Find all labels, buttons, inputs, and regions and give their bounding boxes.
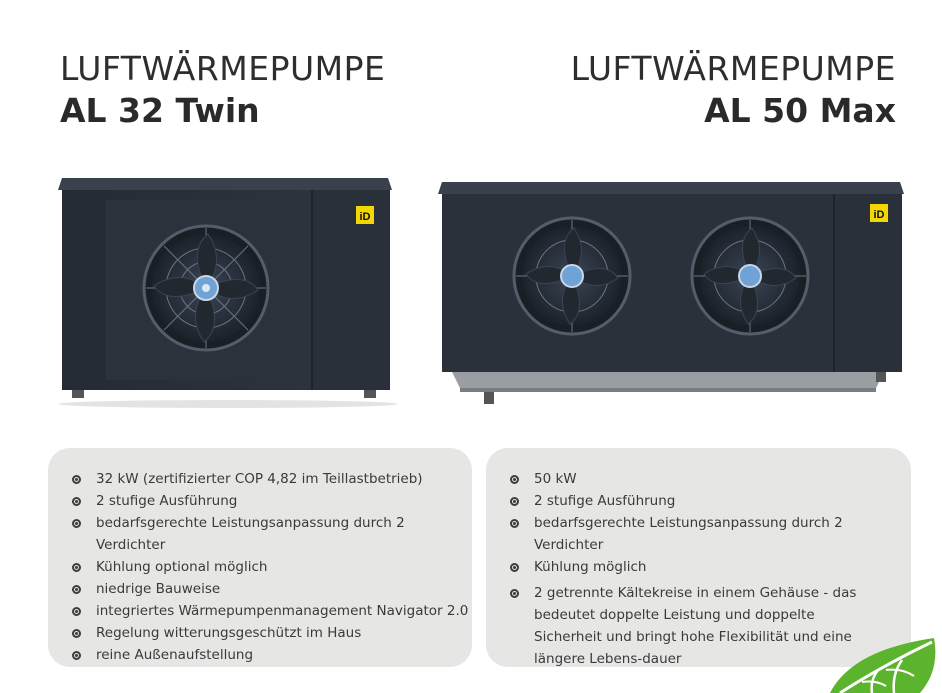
heat-pump-image-al50: iD <box>438 182 904 404</box>
brand-logo-text-right: iD <box>874 209 885 221</box>
product-category-left: LUFTWÄRMEPUMPE <box>60 49 386 88</box>
product-category-right: LUFTWÄRMEPUMPE <box>570 49 896 88</box>
feature-item: 50 kW <box>510 468 911 490</box>
feature-item: reine Außenaufstellung <box>72 644 472 666</box>
leaf-icon <box>830 638 936 693</box>
feature-item: bedarfsgerechte Leistungsanpassung durch… <box>510 512 911 556</box>
title-left: LUFTWÄRMEPUMPE AL 32 Twin <box>60 52 385 127</box>
product-model-right: AL 50 Max <box>704 91 896 130</box>
heat-pump-image-al32: iD <box>58 178 398 408</box>
feature-item: Kühlung möglich <box>510 556 911 578</box>
brand-logo-icon-right <box>870 204 888 222</box>
product-model-left: AL 32 Twin <box>60 91 260 130</box>
feature-item: Regelung witterungsgeschützt im Haus <box>72 622 472 644</box>
feature-item: integriertes Wärmepumpenmanagement Navig… <box>72 600 472 622</box>
feature-list-al50: 50 kW 2 stufige Ausführung bedarfsgerech… <box>486 448 911 670</box>
feature-item: 2 getrennte Kältekreise in einem Gehäuse… <box>510 582 886 670</box>
feature-item: Kühlung optional möglich <box>72 556 472 578</box>
feature-item: bedarfsgerechte Leistungsanpassung durch… <box>72 512 472 556</box>
feature-item: 32 kW (zertifizierter COP 4,82 im Teilla… <box>72 468 472 490</box>
feature-item: 2 stufige Ausführung <box>72 490 472 512</box>
feature-item: 2 stufige Ausführung <box>510 490 911 512</box>
features-panel-al32: 32 kW (zertifizierter COP 4,82 im Teilla… <box>48 448 472 667</box>
feature-item: niedrige Bauweise <box>72 578 472 600</box>
brand-logo-icon <box>356 206 374 224</box>
title-right: LUFTWÄRMEPUMPE AL 50 Max <box>571 52 896 127</box>
features-panel-al50: 50 kW 2 stufige Ausführung bedarfsgerech… <box>486 448 911 667</box>
feature-list-al32: 32 kW (zertifizierter COP 4,82 im Teilla… <box>48 448 472 666</box>
brand-logo-text: iD <box>360 211 371 223</box>
